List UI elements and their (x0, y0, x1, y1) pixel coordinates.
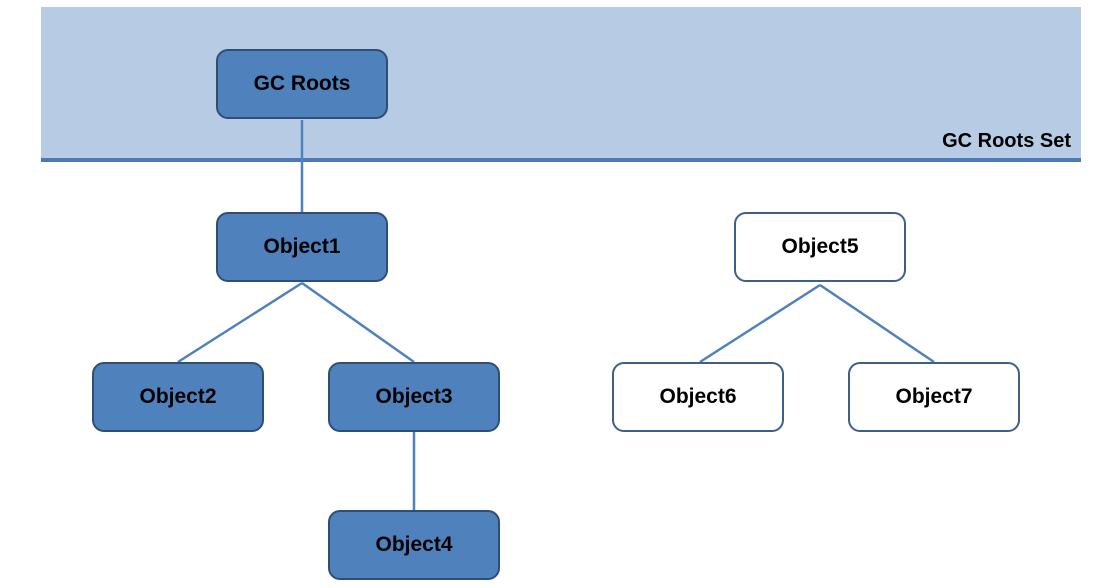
node-object6: Object6 (612, 362, 784, 432)
node-object1: Object1 (216, 212, 388, 282)
node-object2: Object2 (92, 362, 264, 432)
node-object3: Object3 (328, 362, 500, 432)
node-object4: Object4 (328, 510, 500, 580)
edge-object1-object2 (177, 281, 303, 364)
node-object5: Object5 (734, 212, 906, 282)
node-object7: Object7 (848, 362, 1020, 432)
gc-roots-set-label: GC Roots Set (942, 130, 1071, 152)
edge-object5-object6 (699, 283, 821, 364)
node-gc-roots: GC Roots (216, 49, 388, 119)
edge-object1-object3 (301, 281, 415, 364)
edge-object5-object7 (819, 283, 935, 364)
gc-roots-set-band (41, 7, 1081, 160)
